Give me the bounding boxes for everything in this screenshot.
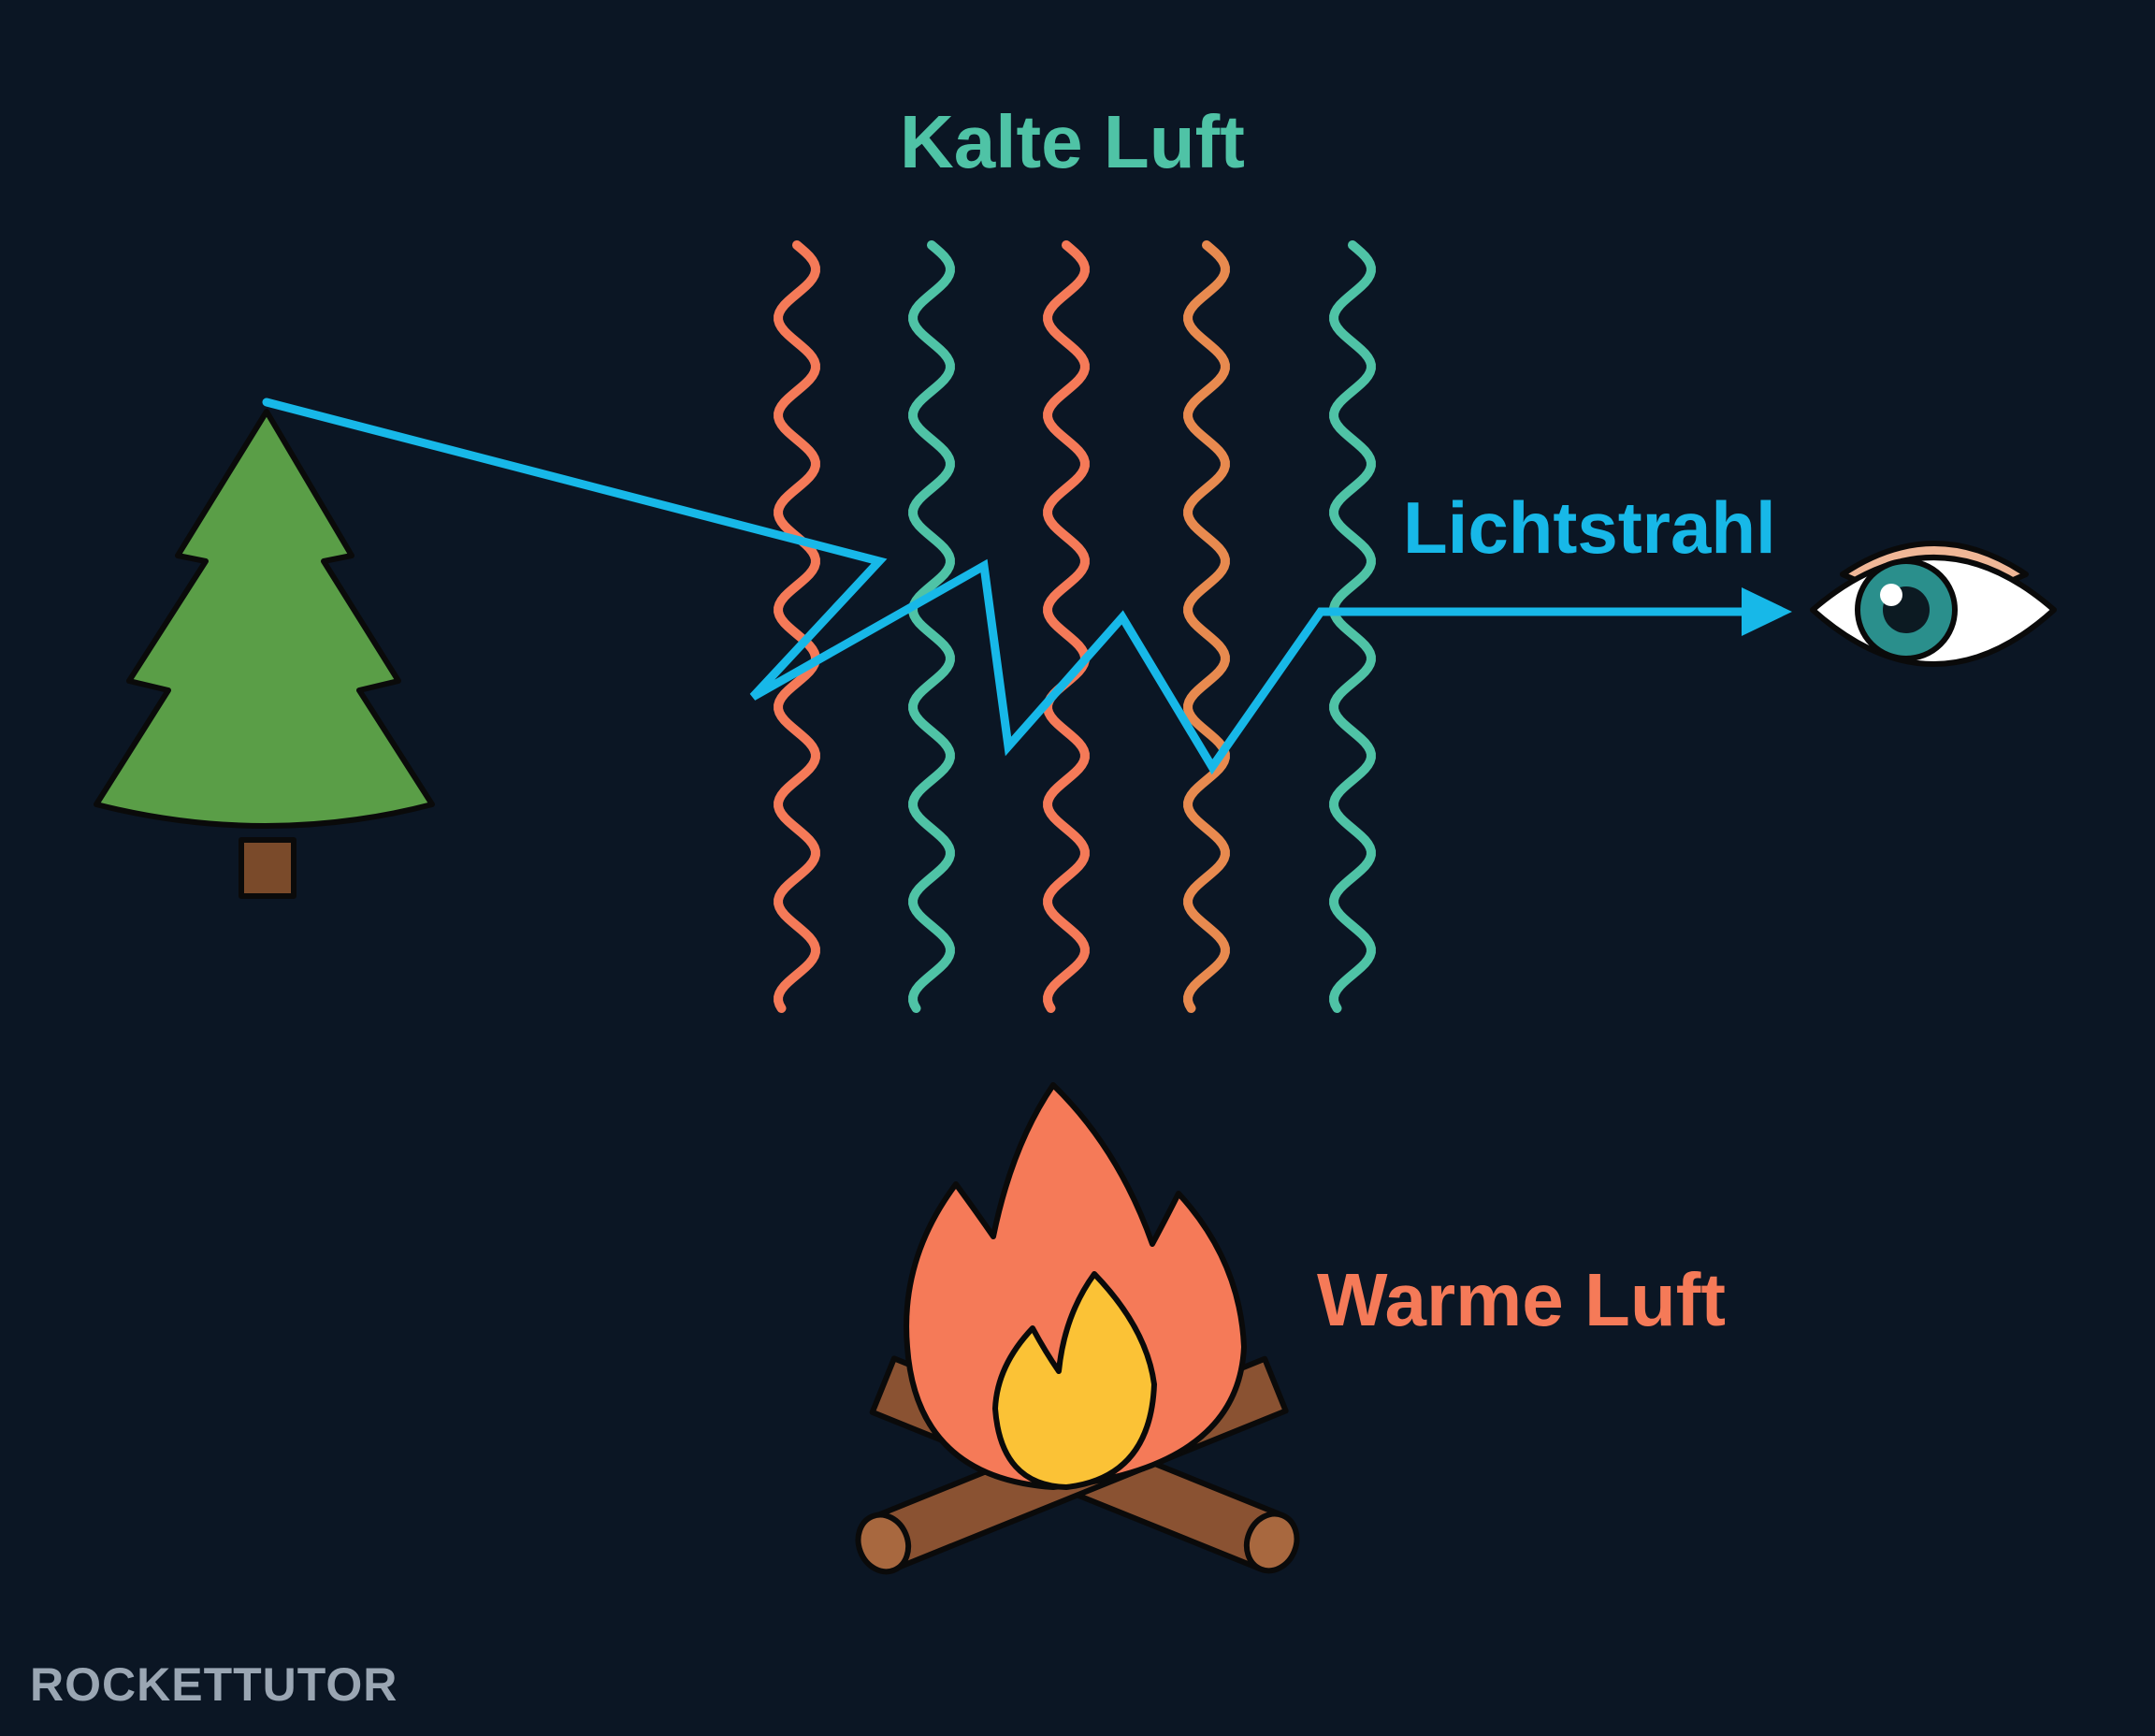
campfire-icon xyxy=(855,1082,1300,1575)
cold-air-label: Kalte Luft xyxy=(900,100,1245,183)
air-wave-line-cold xyxy=(908,240,955,1013)
brand-logo: ROCKETTUTOR xyxy=(30,1661,398,1708)
air-wave-line-warm xyxy=(1043,240,1090,1013)
air-wave-line-warm xyxy=(1183,240,1230,1013)
light-ray xyxy=(262,398,1792,775)
ray-arrowhead-icon xyxy=(1742,587,1792,636)
brand-logo-text: ROCKETTUTOR xyxy=(30,1658,398,1711)
tree-icon xyxy=(94,409,435,899)
light-ray-label: Lichtstrahl xyxy=(1403,486,1776,569)
warm-air-label: Warme Luft xyxy=(1317,1258,1727,1341)
flame-inner xyxy=(992,1271,1157,1490)
air-wave-line-cold xyxy=(1329,240,1376,1013)
air-wave-columns xyxy=(774,240,1376,1013)
air-wave-line-warm xyxy=(774,240,820,1013)
eye-icon xyxy=(1810,541,2057,667)
